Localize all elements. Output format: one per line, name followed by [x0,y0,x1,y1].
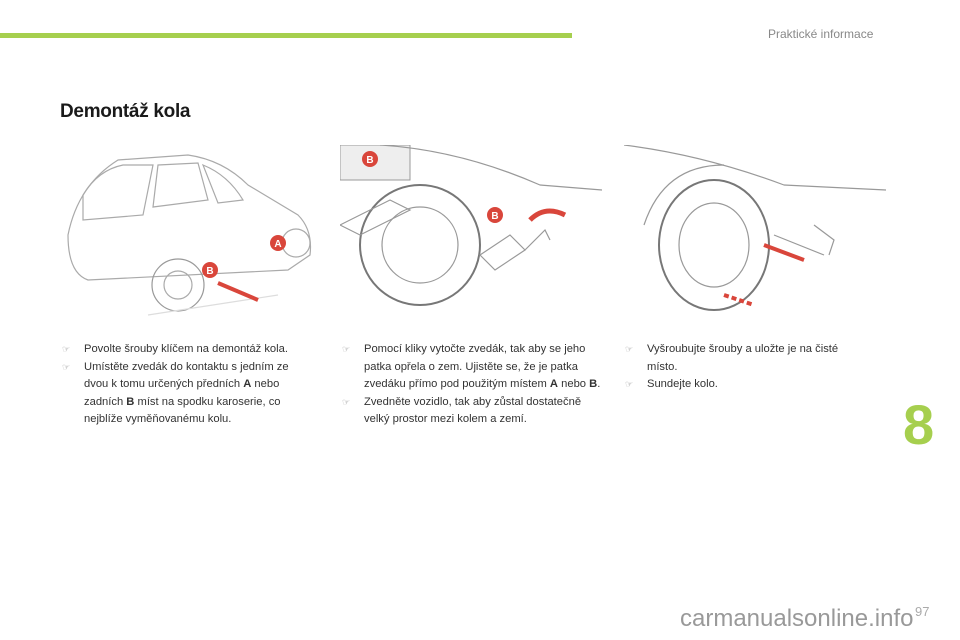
column-1: ☞Povolte šrouby klíčem na demontáž kola.… [62,341,312,429]
column-2: ☞Pomocí kliky vytočte zvedák, tak aby se… [342,341,604,429]
wheel-removal-illustration [624,145,886,311]
list-item: ☞Sundejte kolo. [625,376,870,394]
list-item: ☞Povolte šrouby klíčem na demontáž kola. [62,341,312,359]
jack-positioning-illustration: B B [340,145,602,306]
section-title: Praktické informace [768,27,874,41]
list-item: ☞Pomocí kliky vytočte zvedák, tak aby se… [342,343,601,391]
column-3: ☞Vyšroubujte šrouby a uložte je na čisté… [625,341,870,394]
pointing-hand-icon: ☞ [62,344,71,354]
list-item: ☞Umístěte zvedák do kontaktu s jedním ze… [62,360,289,426]
point-a-marker [270,235,286,251]
pointing-hand-icon: ☞ [342,344,351,354]
svg-text:A: A [274,239,281,250]
pointing-hand-icon: ☞ [625,344,634,354]
svg-text:B: B [491,211,498,222]
list-item: ☞Vyšroubujte šrouby a uložte je na čisté… [625,343,839,373]
header-accent-bar [0,33,572,38]
page-title: Demontáž kola [60,101,191,122]
list-item: ☞Zvedněte vozidlo, tak aby zůstal dostat… [342,395,582,426]
pointing-hand-icon: ☞ [62,361,71,372]
svg-text:B: B [366,155,373,166]
pointing-hand-icon: ☞ [625,379,634,390]
page-number: 97 [915,604,930,619]
chapter-number: 8 [903,393,935,456]
car-jack-points-illustration: A B [67,154,312,316]
point-b-marker [202,262,218,278]
pointing-hand-icon: ☞ [342,396,351,407]
svg-text:B: B [206,266,213,277]
watermark: carmanualsonline.info [680,605,914,632]
